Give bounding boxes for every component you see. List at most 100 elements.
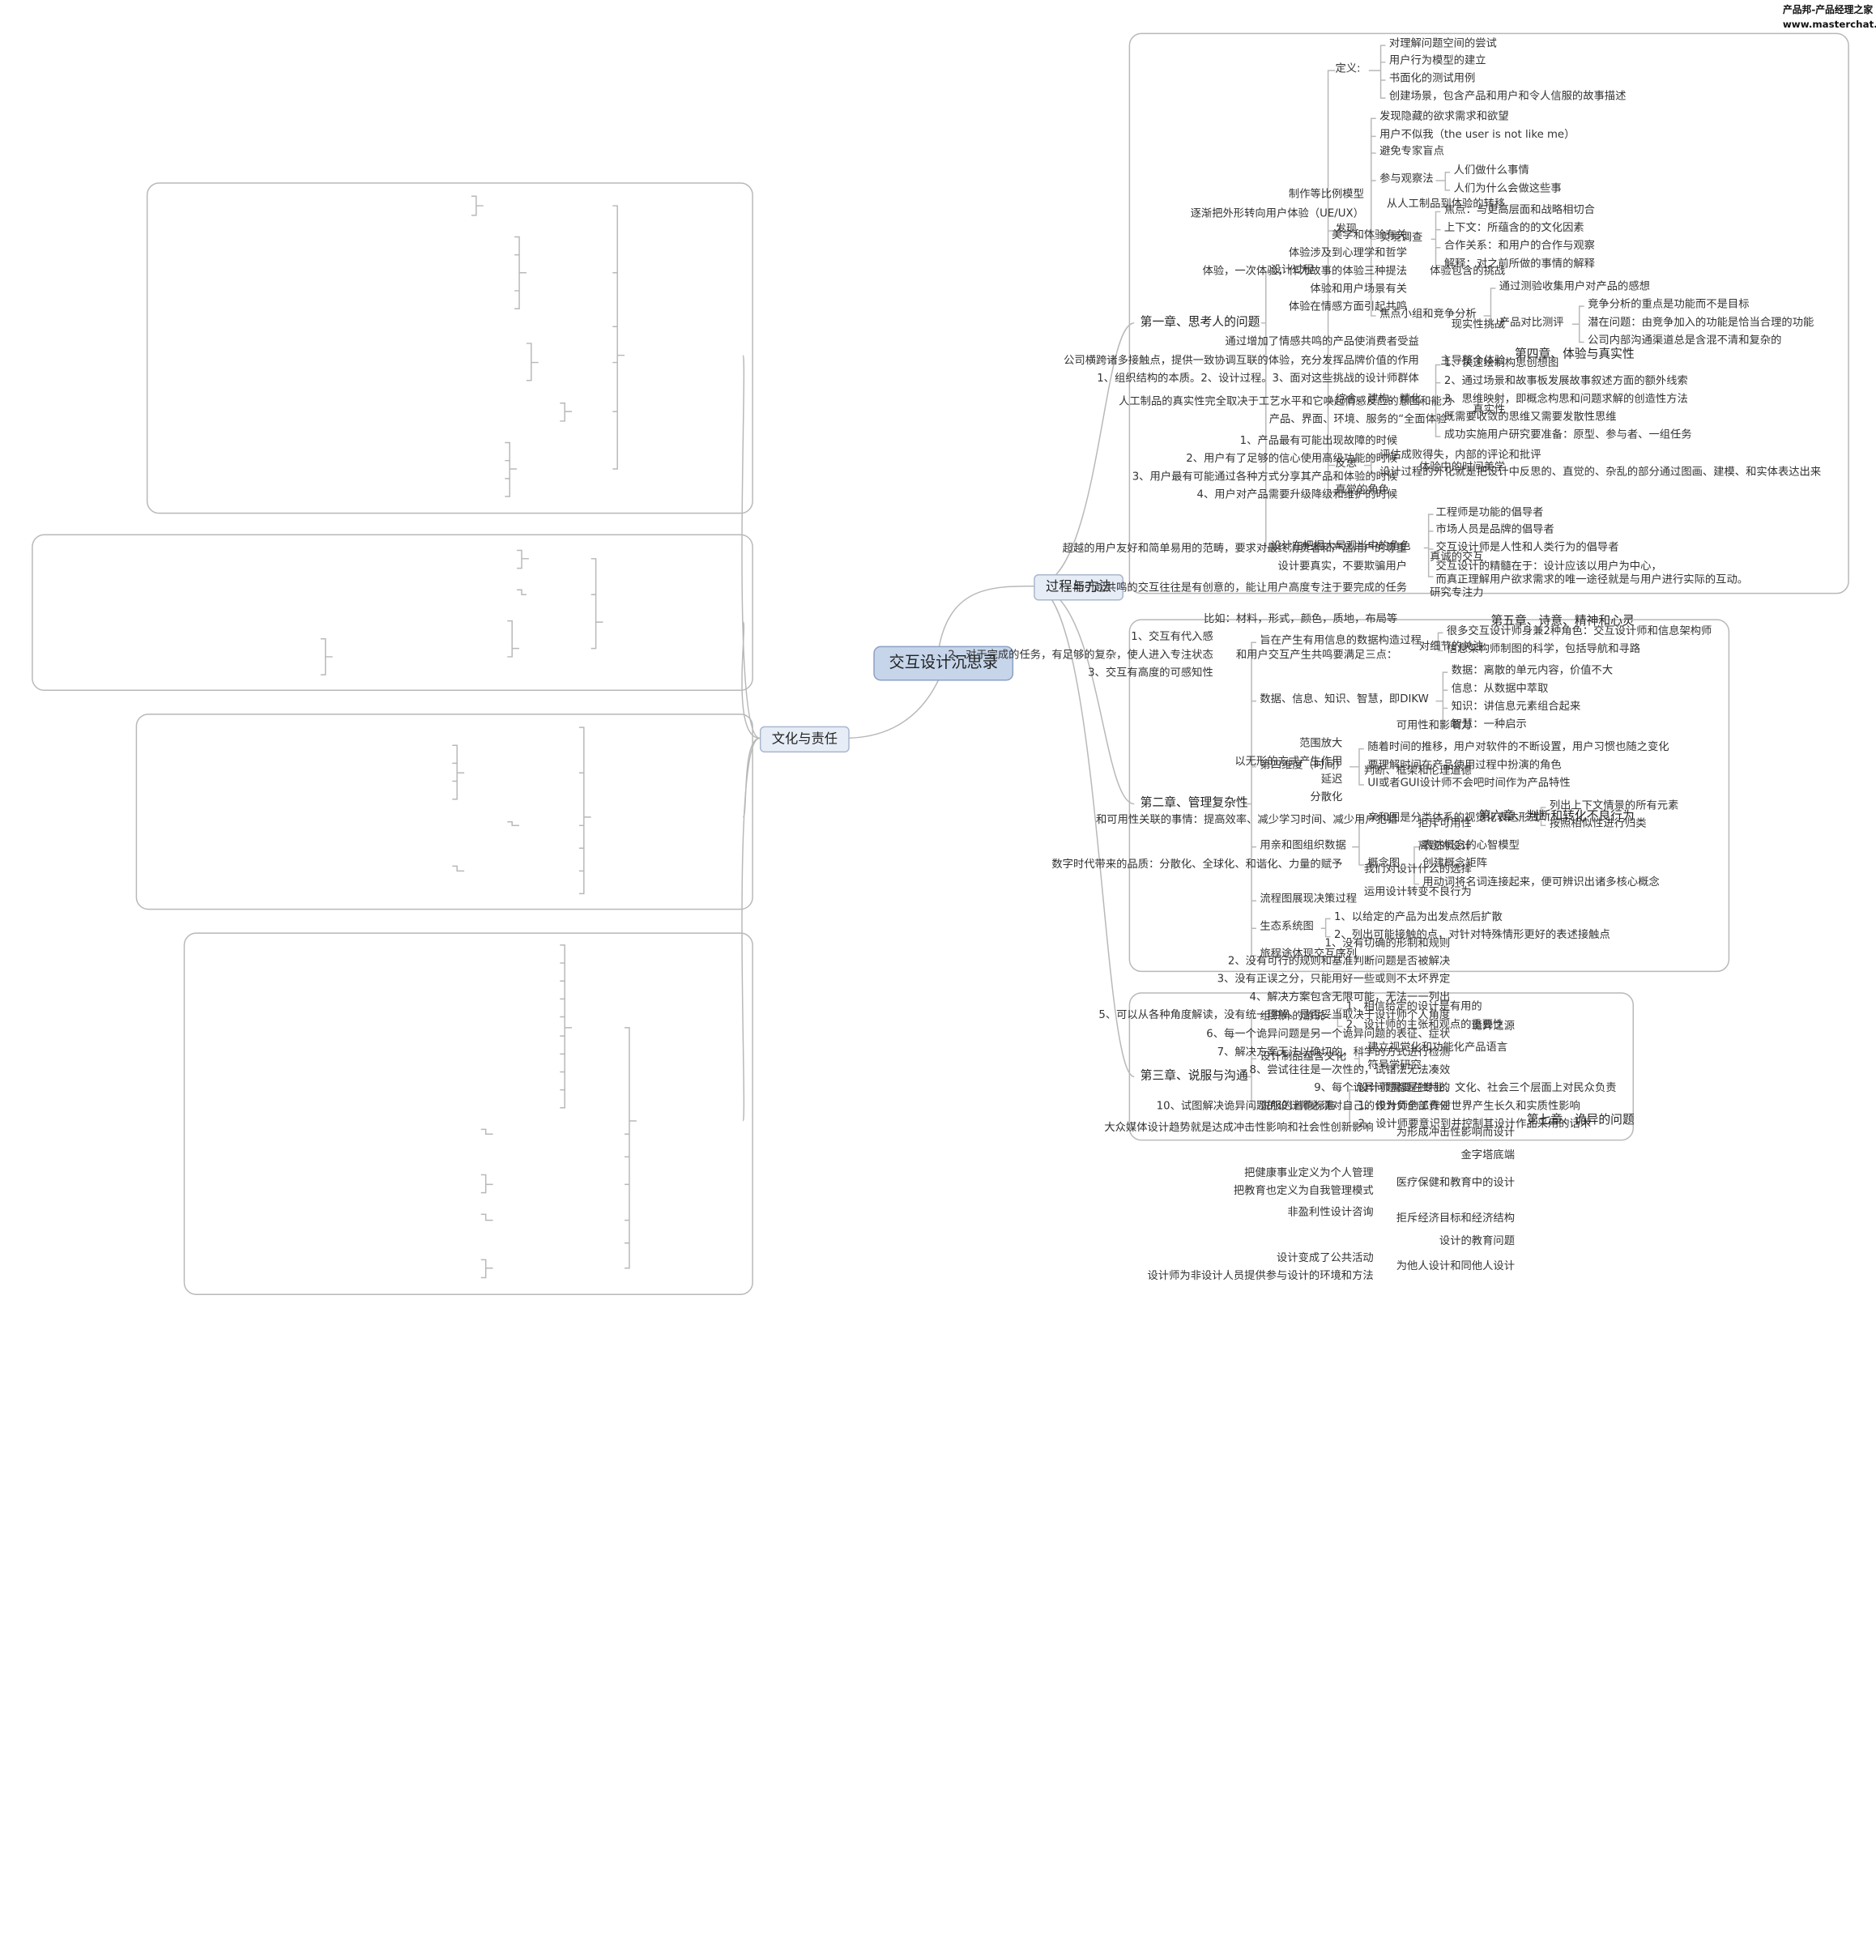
ch2-purpose-item[interactable]: 很多交互设计师身兼2种角色：交互设计师和信息架构师 (1446, 625, 1712, 638)
ch1-synth-item[interactable]: 1、快速绘制构思创想图 (1443, 357, 1559, 370)
ch2-time-item[interactable]: UI或者GUI设计师不会吧时间作为产品特性 (1367, 778, 1571, 790)
ch2-dikw-item[interactable]: 知识：讲信息元素组合起来 (1451, 701, 1581, 714)
ch7-source-item[interactable]: 8、尝试往往是一次性的，试错法无法凑效 (1249, 1064, 1451, 1077)
ch5-resonance[interactable]: 和用户交互产生共鸣要满足三点： (1235, 650, 1398, 662)
ch2-concept-item[interactable]: 用动词将名词连接起来，便可辨识出诸多核心概念 (1422, 876, 1660, 889)
ch1-def-item[interactable]: 用户行为模型的建立 (1388, 54, 1486, 67)
ch2-eco-item[interactable]: 1、以给定的产品为出发点然后扩散 (1333, 911, 1503, 924)
ch3-culture-item[interactable]: 建立视觉化和功能化产品语言 (1367, 1042, 1508, 1055)
ch6-choice[interactable]: 我们对设计什么的选择 (1363, 863, 1472, 876)
ch1-discovery[interactable]: 发现 (1335, 224, 1358, 236)
ch1-title[interactable]: 第一章、思考人的问题 (1140, 315, 1260, 330)
ch1-field-item[interactable]: 解释：对之前所做的事情的解释 (1443, 258, 1595, 271)
ch5-detail-item[interactable]: 比如：材料，形式，颜色，质地，布局等 (1203, 613, 1398, 626)
ch2-aff-a-item[interactable]: 按照相似性进行归类 (1549, 818, 1647, 831)
ch5-resonance-item[interactable]: 3、交互有高度的可感知性 (1088, 667, 1213, 680)
ch6-title[interactable]: 第六章、判断和转化不良行为 (1478, 809, 1635, 824)
ch1-participate-item[interactable]: 人们做什么事情 (1453, 164, 1529, 177)
ch1-compare-item[interactable]: 潜在问题：由竞争加入的功能是恰当合理的功能 (1588, 317, 1814, 330)
ch1-reflect-item[interactable]: 设计过程的外化就是把设计中反思的、直觉的、杂乱的部分通过图画、建模、和实体表达出… (1379, 467, 1822, 479)
ch7-title[interactable]: 第七章、诡异的问题 (1526, 1114, 1635, 1127)
ch4-challenge-item[interactable]: 美学和体验有关 (1331, 229, 1408, 242)
ch4-time-item[interactable]: 4、用户对产品需要升级降级和维护的时候 (1196, 489, 1398, 501)
ch7-pyramid[interactable]: 金字塔底端 (1460, 1149, 1516, 1162)
ch1-definition[interactable]: 定义: (1335, 63, 1361, 76)
ch1-synth-item[interactable]: 既需要收敛的思维又需要发散性思维 (1443, 411, 1617, 424)
ch2-flow[interactable]: 流程图展现决策过程 (1260, 893, 1358, 906)
ch1-field[interactable]: 实境调查 (1379, 232, 1423, 245)
ch2-concept[interactable]: 概念图 (1367, 858, 1401, 870)
ch2-aff-a-item[interactable]: 列出上下文情景的所有元素 (1549, 800, 1679, 812)
ch6-usability[interactable]: 可用性和影响力 (1396, 720, 1472, 732)
ch5-resonance-item[interactable]: 1、交互有代入感 (1131, 631, 1213, 644)
ch7-others[interactable]: 为他人设计和同他人设计 (1396, 1260, 1516, 1273)
ch2-eco[interactable]: 生态系统图 (1260, 921, 1314, 934)
ch2-dikw-item[interactable]: 信息：从数据中萃取 (1451, 683, 1549, 696)
ch7-source-item[interactable]: 4、解决方案包含无限可能，无法一一列出 (1249, 991, 1451, 1004)
ch1-disc-item[interactable]: 用户不似我（the user is not like me） (1379, 129, 1575, 142)
ch7-source-item[interactable]: 3、没有正误之分，只能用好一些或则不太坏界定 (1217, 974, 1451, 986)
ch4-challenge[interactable]: 体验包含的挑战 (1430, 265, 1506, 278)
main-topic-culture[interactable]: 文化与责任 (759, 726, 850, 753)
ch1-compare-item[interactable]: 竞争分析的重点是功能而不是目标 (1588, 299, 1750, 312)
ch4-trans-item[interactable]: 制作等比例模型 (1288, 189, 1364, 202)
ch1-field-item[interactable]: 上下文：所蕴含的的文化因素 (1443, 222, 1584, 235)
ch4-whole-item[interactable]: 通过增加了情感共鸣的产品使消费者受益 (1225, 336, 1419, 348)
ch1-disc-item[interactable]: 避免专家盲点 (1379, 146, 1444, 158)
ch5-resonance-item[interactable]: 2、对于完成的任务，有足够的复杂，使人进入专注状态 (948, 650, 1213, 662)
ch6-judge-item[interactable]: 范围放大 (1299, 738, 1343, 751)
ch1-synth-item[interactable]: 3、思维映射，即概念构思和问题求解的创造性方法 (1443, 393, 1688, 406)
ch4-whole-item[interactable]: 1、组织结构的本质。2、设计过程。3、面对这些挑战的设计师群体 (1097, 373, 1419, 386)
ch3-culture-item[interactable]: 符号学研究 (1367, 1059, 1422, 1072)
ch2-concept-item[interactable]: 创建概念矩阵 (1422, 858, 1488, 870)
ch6-reject-item[interactable]: 和可用性关联的事情：提高效率、减少学习时间、减少用户犯错 (1096, 814, 1398, 827)
ch7-source-item[interactable]: 6、每一个诡异问题是另一个诡异问题的表征、症状 (1206, 1029, 1451, 1042)
central-topic[interactable]: 交互设计沉思录 (873, 646, 1014, 681)
ch7-health-item[interactable]: 把教育也定义为自我管理模式 (1233, 1185, 1374, 1198)
ch2-concept-item[interactable]: 表达概念的心智模型 (1422, 839, 1520, 852)
ch1-focus[interactable]: 焦点小组和竞争分析 (1379, 309, 1477, 321)
ch1-compare-item[interactable]: 公司内部沟通渠道总是含混不清和复杂的 (1588, 334, 1782, 347)
ch2-time-item[interactable]: 随着时间的推移，用户对软件的不断设置，用户习惯也随之变化 (1367, 741, 1669, 754)
ch5-honest-item[interactable]: 设计要真实，不要欺骗用户 (1277, 560, 1408, 573)
ch7-others-item[interactable]: 设计师为非设计人员提供参与设计的环境和方法 (1147, 1270, 1374, 1283)
ch4-challenge-item[interactable]: 体验涉及到心理学和哲学 (1288, 247, 1408, 260)
ch7-health-item[interactable]: 把健康事业定义为个人管理 (1244, 1167, 1374, 1180)
ch1-role-item[interactable]: 交互设计的精髓在于：设计应该以用户为中心， (1435, 560, 1662, 573)
ch2-journey[interactable]: 旅程途体现交互序列 (1260, 948, 1358, 961)
ch4-trans-item[interactable]: 逐渐把外形转向用户体验（UE/UX） (1190, 208, 1364, 220)
ch6-choice-item[interactable]: 数字时代带来的品质：分散化、全球化、和谐化、力量的赋予 (1051, 859, 1343, 871)
ch1-role-item[interactable]: 市场人员是品牌的倡导者 (1435, 523, 1554, 536)
ch3-ethics-item[interactable]: 设计师需要在专业、文化、社会三个层面上对民众负责 (1358, 1082, 1617, 1095)
ch7-source-item[interactable]: 1、没有切确的形制和规则 (1324, 938, 1451, 950)
ch1-def-item[interactable]: 对理解问题空间的尝试 (1388, 38, 1497, 51)
ch1-role-item[interactable]: 工程师是功能的倡导者 (1435, 507, 1544, 520)
ch6-judge-item[interactable]: 分散化 (1310, 791, 1343, 804)
ch1-role-item[interactable]: 交互设计师是人性和人类行为的倡导者 (1435, 542, 1619, 554)
ch6-use[interactable]: 运用设计转变不良行为 (1363, 886, 1472, 899)
main-topic-process[interactable]: 过程与方法 (1034, 574, 1123, 601)
ch4-reality[interactable]: 现实性挑战 (1451, 319, 1506, 332)
ch5-title[interactable]: 第五章、诗意、精神和心灵 (1490, 615, 1635, 628)
ch1-participate-item[interactable]: 人们为什么会做这些事 (1453, 182, 1562, 195)
ch1-reflect[interactable]: 反思 (1335, 458, 1358, 471)
ch7-impact-item[interactable]: 大众媒体设计趋势就是达成冲击性影响和社会性创新影响 (1104, 1122, 1374, 1135)
ch3-org-item[interactable]: 1、相信给定的设计是有用的 (1345, 1001, 1482, 1014)
ch1-role[interactable]: 设计在把握大局观当中的角色 (1270, 540, 1411, 553)
ch2-eco-item[interactable]: 2、列出可能接触的点，对针对特殊情形更好的表述接触点 (1333, 929, 1610, 942)
ch1-design-process[interactable]: 设计过程 (1270, 264, 1314, 277)
ch4-whole-item[interactable]: 公司横跨诸多接触点，提供一致协调互联的体验，充分发挥品牌价值的作用 (1064, 355, 1419, 368)
ch6-reject[interactable]: 拒斥可用性 (1418, 818, 1472, 831)
ch3-culture[interactable]: 设计制品蕴含文化 (1260, 1051, 1346, 1064)
ch5-focus[interactable]: 研究专注力 (1430, 587, 1484, 600)
ch4-challenge-item[interactable]: 体验，一次体验，作为故事的体验三种提法 (1202, 265, 1408, 278)
ch4-time-item[interactable]: 2、用户有了足够的信心使用高级功能的时候 (1186, 453, 1398, 466)
ch4-title[interactable]: 第四章、体验与真实性 (1515, 347, 1635, 362)
ch5-focus-item[interactable]: 能引起共鸣的交互往往是有创意的，能让用户高度专注于要完成的任务 (1072, 582, 1408, 595)
ch2-dikw-item[interactable]: 智慧：一种启示 (1451, 718, 1527, 731)
ch1-role-item[interactable]: 而真正理解用户欲求需求的唯一途径就是与用户进行实际的互动。 (1435, 574, 1749, 586)
ch7-reject-item[interactable]: 非盈利性设计咨询 (1287, 1207, 1374, 1220)
ch2-time-item[interactable]: 要理解时间在产品使用过程中扮演的角色 (1367, 759, 1562, 772)
ch1-synth-item[interactable]: 成功实施用户研究要准备：原型、参与者、一组任务 (1443, 429, 1692, 442)
ch7-source-item[interactable]: 10、试图解决诡异问题的设计师必须对自己的作为负全部责任 (1156, 1100, 1451, 1113)
